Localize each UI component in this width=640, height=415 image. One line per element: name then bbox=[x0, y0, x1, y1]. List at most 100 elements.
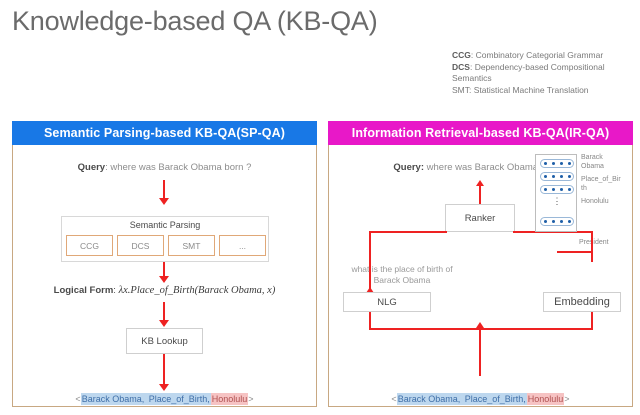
vector-dot bbox=[543, 175, 547, 178]
semantic-parsing-title: Semantic Parsing bbox=[129, 220, 201, 230]
vector-dot bbox=[551, 220, 555, 223]
nlg-box[interactable]: NLG bbox=[343, 292, 431, 312]
legend-abbr-dcs: DCS bbox=[452, 61, 470, 72]
ir-answer-triple: <Barack Obama, Place_of_Birth,Honolulu> bbox=[329, 393, 632, 405]
arrow-logicalform-to-kblookup bbox=[159, 320, 169, 327]
vector-dot bbox=[559, 175, 563, 178]
paraphrase-text: what is the place of birth of Barack Oba… bbox=[351, 264, 453, 285]
arrow-bus-up bbox=[476, 322, 484, 328]
logical-form-label: Logical Form bbox=[53, 285, 114, 296]
ir-query-label: Query: bbox=[393, 162, 424, 173]
ranker-box[interactable]: Ranker bbox=[445, 204, 515, 232]
vector-dot bbox=[567, 162, 571, 165]
embedding-label-president: President bbox=[579, 239, 609, 246]
ir-answer-predicate: Place_of_Birth, bbox=[461, 393, 527, 405]
ir-answer-close: > bbox=[564, 394, 570, 404]
connector-ranker-left-down bbox=[369, 231, 371, 293]
sp-answer-close: > bbox=[248, 394, 254, 404]
connector-embedding-to-block bbox=[591, 232, 593, 262]
arrow-parsing-to-logicalform bbox=[159, 276, 169, 283]
arrow-query-to-parsing bbox=[159, 198, 169, 205]
semantic-parsing-methods: CCG DCS SMT ... bbox=[66, 235, 266, 256]
embedding-vector-2 bbox=[540, 172, 574, 181]
connector-nlg-down bbox=[369, 312, 371, 330]
method-ccg[interactable]: CCG bbox=[66, 235, 113, 256]
ir-qa-panel-body: Query: where was Barack Obama born ? Ran… bbox=[329, 146, 632, 405]
legend-text-dcs: Dependency-based Compositional Semantics bbox=[452, 61, 605, 84]
connector-ranker-left bbox=[369, 231, 447, 233]
arrow-nlg-to-ranker bbox=[366, 287, 374, 293]
logical-form-line: Logical Form: λx.Place_of_Birth(Barack O… bbox=[13, 285, 316, 296]
embedding-label-place-of-birth: Place_of_Bir th bbox=[581, 176, 621, 192]
logical-form-sep: : bbox=[113, 285, 119, 296]
sp-query-label: Query bbox=[77, 162, 106, 173]
vector-dot bbox=[551, 162, 555, 165]
embedding-vector-4 bbox=[540, 217, 574, 226]
sp-answer-object: Honolulu bbox=[210, 393, 249, 405]
vector-dot bbox=[559, 188, 563, 191]
vector-dot bbox=[543, 220, 547, 223]
connector-bus-to-answer bbox=[479, 328, 481, 376]
connector-ranker-right-in bbox=[557, 251, 593, 253]
sp-answer-subject: Barack Obama, bbox=[80, 393, 146, 405]
legend-item-ccg: CCG: Combinatory Categorial Grammar bbox=[452, 50, 637, 62]
vector-dot bbox=[567, 220, 571, 223]
vector-dot bbox=[559, 162, 563, 165]
legend-sep-smt: : bbox=[469, 84, 474, 95]
connector-bottom-bus bbox=[369, 328, 593, 330]
ir-query-line: Query: where was Barack Obama born ? bbox=[329, 162, 632, 173]
embedding-label-honolulu: Honolulu bbox=[581, 198, 609, 205]
connector-ranker-to-query bbox=[479, 186, 481, 204]
legend-abbr-ccg: CCG bbox=[452, 50, 471, 60]
embedding-label-barack-obama: Barack Obama bbox=[581, 154, 604, 170]
arrow-ranker-to-query bbox=[476, 180, 484, 186]
vector-dot bbox=[567, 175, 571, 178]
ir-answer-open: < bbox=[391, 394, 397, 404]
sp-query-line: Query: where was Barack Obama born ? bbox=[13, 162, 316, 173]
sp-answer-triple: <Barack Obama, Place_of_Birth,Honolulu> bbox=[13, 393, 316, 405]
legend-item-smt: SMT: Statistical Machine Translation bbox=[452, 85, 637, 97]
embedding-vector-3 bbox=[540, 185, 574, 194]
vector-dot bbox=[551, 175, 555, 178]
legend-text-smt: Statistical Machine Translation bbox=[473, 84, 589, 95]
ir-answer-subject: Barack Obama, bbox=[396, 393, 462, 405]
sp-answer-open: < bbox=[75, 394, 81, 404]
vector-dot bbox=[543, 162, 547, 165]
page-title: Knowledge-based QA (KB-QA) bbox=[12, 6, 378, 36]
sp-qa-panel-header: Semantic Parsing-based KB-QA(SP-QA) bbox=[12, 121, 317, 145]
connector-parsing-to-logicalform bbox=[163, 262, 165, 276]
vector-dot bbox=[567, 188, 571, 191]
legend-text-ccg: Combinatory Categorial Grammar bbox=[475, 50, 604, 60]
vector-dot bbox=[559, 220, 563, 223]
legend-abbr-smt: SMT bbox=[452, 84, 469, 95]
method-dcs[interactable]: DCS bbox=[117, 235, 164, 256]
logical-form-value: λx.Place_of_Birth(Barack Obama, x) bbox=[118, 285, 276, 296]
sp-qa-panel: Semantic Parsing-based KB-QA(SP-QA) Quer… bbox=[12, 121, 317, 407]
connector-kblookup-to-answer bbox=[163, 354, 165, 384]
connector-logicalform-to-kblookup bbox=[163, 302, 165, 320]
sp-query-text: where was Barack Obama born ? bbox=[110, 162, 252, 173]
vector-dot bbox=[543, 188, 547, 191]
semantic-parsing-box: Semantic Parsing CCG DCS SMT ... bbox=[61, 216, 269, 262]
abbreviation-legend: CCG: Combinatory Categorial Grammar DCS:… bbox=[452, 50, 637, 96]
connector-query-to-parsing bbox=[163, 180, 165, 198]
method-more[interactable]: ... bbox=[219, 235, 266, 256]
sp-query-sep: : bbox=[105, 162, 111, 173]
embedding-box[interactable]: Embedding bbox=[543, 292, 621, 312]
method-smt[interactable]: SMT bbox=[168, 235, 215, 256]
vector-dot bbox=[551, 188, 555, 191]
legend-sep-ccg: : bbox=[470, 50, 476, 60]
connector-ranker-right bbox=[513, 231, 593, 233]
kb-lookup-box[interactable]: KB Lookup bbox=[126, 328, 203, 354]
ir-answer-object: Honolulu bbox=[526, 393, 565, 405]
sp-qa-panel-body: Query: where was Barack Obama born ? Sem… bbox=[13, 146, 316, 405]
vertical-ellipsis: ⋮ bbox=[552, 196, 562, 206]
connector-embedding-down bbox=[591, 312, 593, 330]
ir-qa-panel: Information Retrieval-based KB-QA(IR-QA)… bbox=[328, 121, 633, 407]
legend-sep-dcs: : bbox=[469, 61, 475, 72]
ir-qa-panel-header: Information Retrieval-based KB-QA(IR-QA) bbox=[328, 121, 633, 145]
embedding-vectors-block: ⋮ bbox=[535, 154, 577, 232]
sp-answer-predicate: Place_of_Birth, bbox=[145, 393, 211, 405]
arrow-kblookup-to-answer bbox=[159, 384, 169, 391]
legend-item-dcs: DCS: Dependency-based Compositional Sema… bbox=[452, 62, 637, 85]
